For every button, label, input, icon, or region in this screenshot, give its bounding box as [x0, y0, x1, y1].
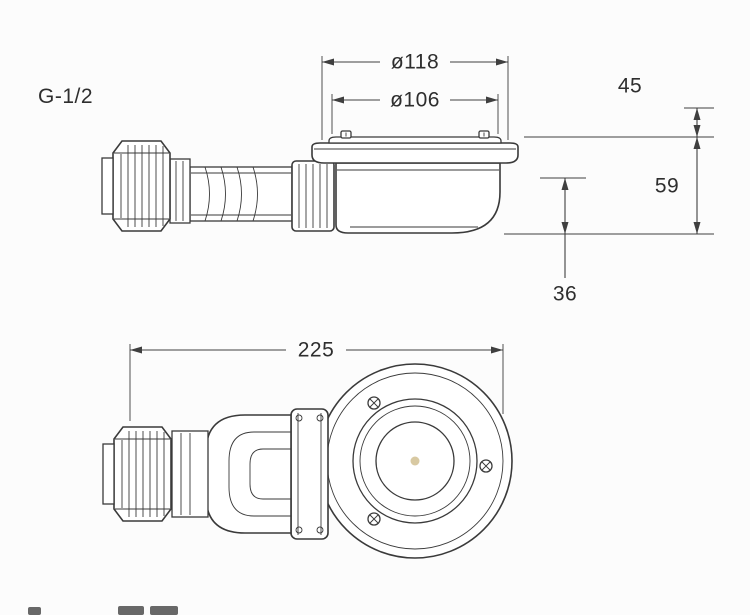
union-nut-plan [290, 408, 329, 540]
depth-label: 36 [553, 283, 577, 306]
dimension-grate-diameter: ø106 [331, 89, 499, 134]
grate-diameter-label: ø106 [390, 89, 440, 112]
flange-screw-top [367, 396, 381, 410]
trap-bowl-profile [335, 162, 501, 234]
thread-label: G-1/2 [38, 85, 93, 108]
dimension-outer-diameter: ø118 [321, 51, 509, 140]
adapter-profile [169, 158, 191, 224]
pipe-stub-plan [102, 443, 115, 505]
outer-diameter-label: ø118 [391, 51, 439, 74]
dimension-height-upper: 45 [524, 75, 714, 138]
side-view [101, 130, 519, 234]
height-upper-label: 45 [618, 75, 642, 98]
flange-screw-bottom [367, 512, 381, 526]
grate-profile [328, 136, 502, 144]
pipe-stub-profile [101, 157, 114, 215]
cropped-watermark [28, 606, 178, 615]
flange-screw-right [479, 459, 493, 473]
coupling-nut-profile [112, 140, 171, 232]
flange-ring-profile [311, 142, 519, 164]
dimension-length: 225 [129, 339, 504, 421]
height-lower-label: 59 [655, 175, 679, 198]
dimension-depth: 36 [540, 177, 586, 306]
dimension-height-lower: 59 [504, 137, 714, 235]
center-dot [410, 456, 420, 466]
inlet-pipe-profile [189, 166, 293, 222]
flange-circles [317, 363, 513, 559]
length-label: 225 [298, 339, 335, 362]
plan-view [102, 363, 513, 559]
coupling-nut-plan [113, 426, 172, 522]
